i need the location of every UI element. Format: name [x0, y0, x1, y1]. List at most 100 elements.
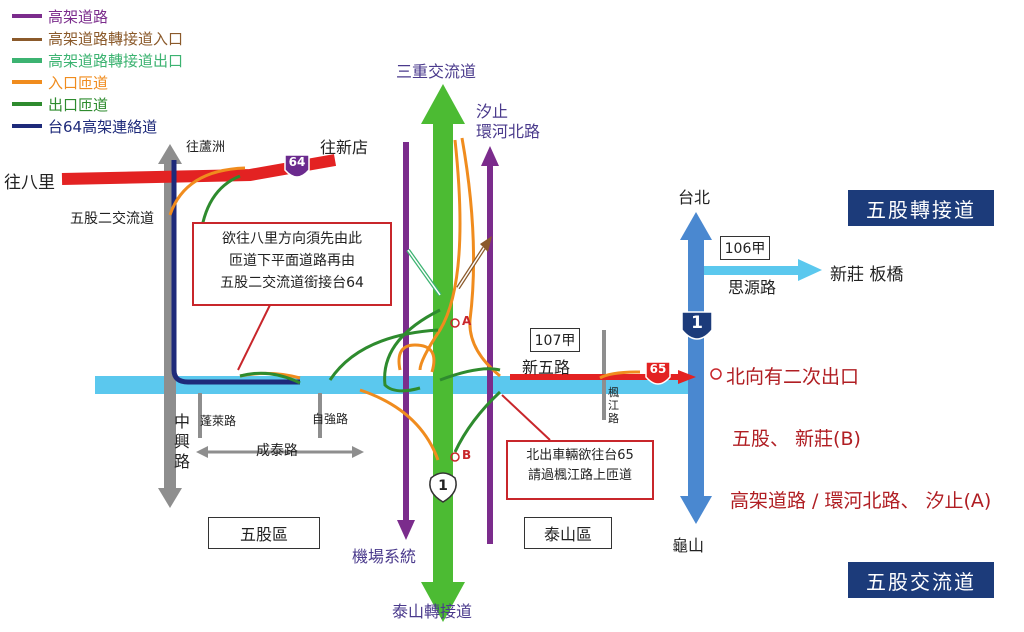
transfer-entry-arrow: [480, 236, 492, 252]
label-guishan: 龜山: [672, 536, 705, 555]
bali-note-line1: 欲往八里方向須先由此: [222, 231, 362, 247]
legend-item-transfer-entry: 高架道路轉接道入口: [12, 28, 183, 48]
point-b-marker: [450, 452, 460, 462]
legend-item-exit-ramp: 出口匝道: [12, 94, 108, 114]
label-exit-b: 五股、 新莊(B): [732, 428, 861, 450]
route64-shield-label: 64: [288, 155, 306, 169]
route65-shield-label: 65: [649, 362, 667, 376]
label-huanhe: 環河北路: [476, 122, 541, 141]
legend-label-transfer-exit: 高架道路轉接道出口: [48, 51, 184, 70]
label-xindian: 往新店: [320, 138, 369, 157]
viaduct-east-arrow: [481, 146, 499, 166]
exit-ramp-6: [439, 367, 501, 382]
legend-swatch-entry-ramp: [12, 80, 42, 84]
zhongxing-arrow-north: [158, 144, 182, 164]
north-two-marker: [710, 368, 722, 380]
label-xinwu: 新五路: [522, 358, 571, 377]
label-xizhi: 汐止: [476, 102, 509, 121]
label-xinzhuang-banqiao: 新莊 板橋: [830, 265, 904, 285]
label-zijiang: 自強路: [312, 412, 349, 426]
chengtai-arrow-west: [196, 446, 208, 458]
route65-shield: [645, 361, 671, 385]
north-note-line1: 北出車輛欲往台65: [526, 448, 634, 463]
zijiang-road: [318, 393, 322, 438]
heading-interchange: 五股交流道: [848, 562, 994, 598]
siyuan-road: [700, 266, 800, 275]
district-taishan-label: 泰山區: [543, 525, 592, 544]
freeway-1: [433, 118, 453, 588]
north-note: 北出車輛欲往台65 請過楓江路上匝道: [506, 440, 654, 500]
label-siyuan: 思源路: [728, 278, 777, 297]
label-luzhou: 往蘆洲: [186, 140, 226, 155]
route1-blue-shield-label: 1: [691, 313, 703, 333]
orange-ramp-2: [460, 137, 501, 378]
label-bali: 往八里: [4, 173, 55, 193]
legend-swatch-viaduct: [12, 14, 42, 18]
legend-label-exit-ramp: 出口匝道: [48, 95, 109, 114]
route1-blue-shield: [681, 311, 713, 340]
bali-note-pointer: [237, 304, 271, 371]
label-penglai: 蓬萊路: [200, 414, 237, 428]
exit-ramp-4: [453, 390, 502, 453]
label-exit-a: 高架道路 / 環河北路、 汐止(A): [730, 490, 992, 512]
legend-swatch-exit-ramp: [12, 102, 42, 106]
legend-label-viaduct: 高架道路: [48, 7, 109, 26]
route107-box: 107甲: [530, 328, 580, 352]
exit-ramp-5: [239, 371, 301, 385]
route65-road: [510, 374, 680, 380]
legend-swatch-transfer-entry: [12, 35, 42, 41]
route1-white-shield-label: 1: [438, 478, 448, 494]
legend-item-viaduct: 高架道路: [12, 6, 108, 26]
chengtai-arrow-east: [352, 446, 364, 458]
legend-item-entry-ramp: 入口匝道: [12, 72, 108, 92]
orange-ramp-4: [397, 343, 436, 373]
label-point-a: A: [462, 314, 472, 328]
bali-note-line3: 五股二交流道銜接台64: [220, 275, 364, 291]
heading-transfer-label: 五股轉接道: [866, 197, 976, 222]
route65-arrow: [678, 370, 696, 384]
point-a-marker: [450, 318, 460, 328]
orange-ramp-6: [599, 370, 641, 380]
zhongxing-arrow-south: [158, 488, 182, 508]
orange-ramp-5: [359, 388, 440, 461]
legend-item-tai64-link: 台64高架連絡道: [12, 116, 157, 136]
legend-label-entry-ramp: 入口匝道: [48, 73, 109, 92]
legend-swatch-transfer-exit: [12, 57, 42, 63]
district-taishan: 泰山區: [524, 517, 612, 549]
tai64-link: [171, 160, 300, 385]
legend-label-transfer-entry: 高架道路轉接道入口: [48, 29, 184, 48]
penglai-road: [198, 393, 202, 438]
route107-label: 107甲: [534, 333, 576, 349]
district-wugu: 五股區: [208, 517, 320, 549]
route1-arrow-north: [680, 212, 712, 240]
bali-note: 欲往八里方向須先由此 匝道下平面道路再由 五股二交流道銜接台64: [192, 222, 392, 306]
label-airport: 機場系統: [352, 547, 417, 566]
label-wugu-second: 五股二交流道: [70, 211, 154, 227]
north-note-line2: 請過楓江路上匝道: [527, 468, 632, 483]
label-point-b: B: [462, 448, 472, 462]
transfer-entry-line-inner: [457, 247, 485, 289]
route1-white-shield: [429, 472, 457, 503]
north-note-pointer: [501, 394, 551, 441]
viaduct-east: [487, 162, 493, 544]
route106-label: 106甲: [724, 241, 766, 257]
transfer-exit-line-inner: [407, 249, 441, 296]
freeway-arrow-south: [421, 582, 465, 622]
exit-ramp-2: [328, 328, 439, 381]
freeway-arrow-north: [421, 84, 465, 124]
label-north-two: 北向有二次出口: [726, 366, 860, 388]
exit-ramp-3: [383, 308, 441, 393]
viaduct-west-arrow: [397, 520, 415, 540]
legend-swatch-tai64-link: [12, 124, 42, 128]
heading-transfer: 五股轉接道: [848, 190, 994, 226]
bali-note-line2: 匝道下平面道路再由: [229, 253, 355, 269]
route64-shield: [284, 154, 310, 178]
route1-arrow-south: [680, 496, 712, 524]
orange-ramp-1: [168, 166, 246, 216]
label-fengjiang: 楓江路: [608, 386, 619, 425]
siyuan-arrow: [798, 259, 822, 281]
legend-label-tai64-link: 台64高架連絡道: [48, 117, 158, 136]
route1-road: [688, 238, 704, 498]
